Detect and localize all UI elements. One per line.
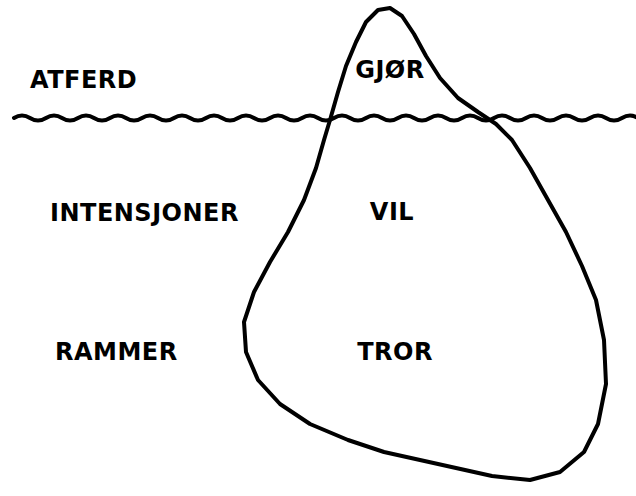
tip-text: GJØR <box>355 57 425 83</box>
iceberg-shape <box>244 8 606 480</box>
water-wave <box>14 116 636 121</box>
level-label: INTENSJONER <box>50 200 239 226</box>
iceberg: GJØR VIL TROR <box>238 6 610 486</box>
level-label: ATFERD <box>30 67 137 93</box>
intention-text: VIL <box>370 199 414 225</box>
frame-text: TROR <box>357 339 433 365</box>
level-label: RAMMER <box>55 339 178 365</box>
